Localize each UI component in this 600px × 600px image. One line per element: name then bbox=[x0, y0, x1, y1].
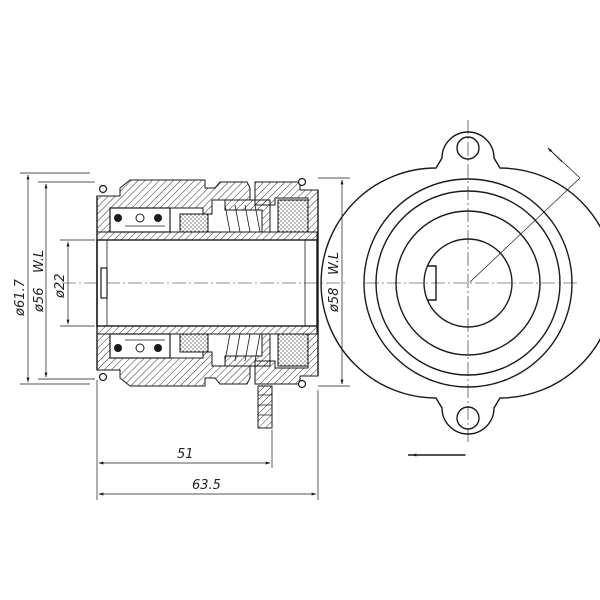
carbon-ring-upper bbox=[277, 199, 309, 233]
spring-upper bbox=[109, 199, 271, 233]
bolt-top-left bbox=[98, 184, 108, 194]
bolt-bottom-left bbox=[98, 372, 108, 382]
carbon-ring-lower bbox=[277, 333, 309, 367]
label-wl-left: W.L bbox=[32, 250, 47, 273]
seal-face-lower bbox=[179, 333, 209, 353]
section-line bbox=[469, 177, 581, 283]
drain-nipple bbox=[257, 385, 273, 429]
label-dia-61-7: ø61.7 bbox=[13, 278, 28, 317]
flange-outline bbox=[320, 131, 600, 435]
label-len-51: 51 bbox=[177, 447, 194, 462]
bolt-bottom-right bbox=[297, 379, 307, 389]
shaft-key bbox=[100, 267, 108, 299]
section-view bbox=[62, 177, 345, 429]
sleeve-upper bbox=[96, 231, 318, 241]
spring-lower bbox=[109, 333, 271, 367]
sleeve-lower bbox=[96, 325, 318, 335]
label-wl-right: W.L bbox=[327, 252, 342, 275]
label-dia-22: ø22 bbox=[53, 274, 68, 300]
bolt-top-right bbox=[297, 177, 307, 187]
front-view bbox=[320, 120, 600, 457]
label-dia-58: ø58 bbox=[327, 288, 342, 314]
label-dia-56: ø56 bbox=[32, 288, 47, 314]
seal-face-upper bbox=[179, 213, 209, 233]
dimensions: ø61.7 ø56 W.L ø22 ø58 W.L 51 63.5 bbox=[13, 172, 350, 500]
label-len-63-5: 63.5 bbox=[192, 478, 221, 493]
